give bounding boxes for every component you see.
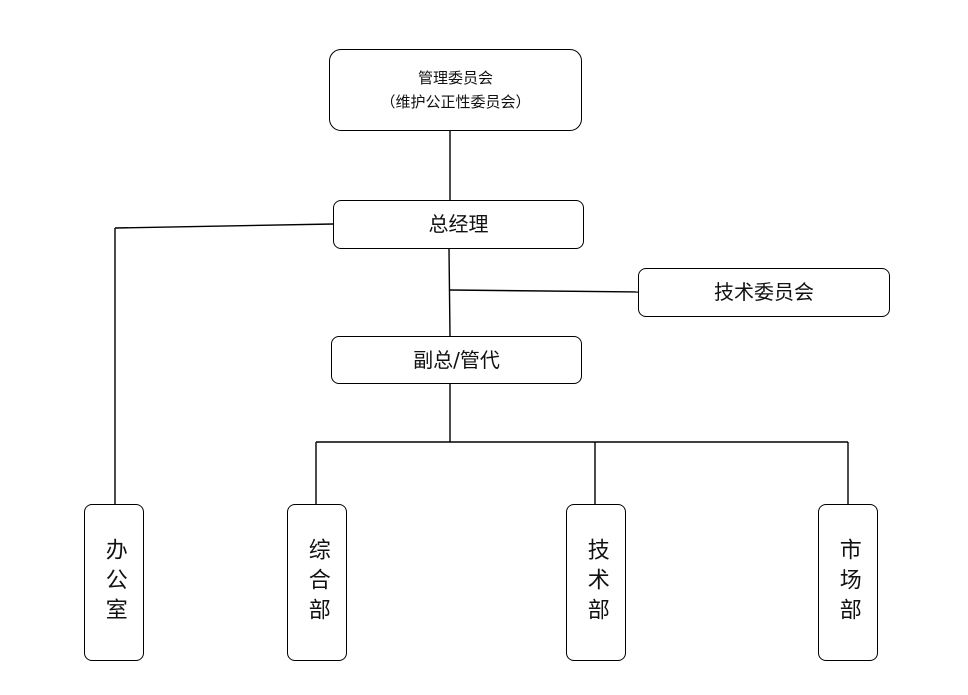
technical-committee-label: 技术委员会 (714, 280, 814, 304)
general-manager-box: 总经理 (333, 200, 584, 249)
general-department-box: 综合部 (287, 504, 347, 661)
deputy-manager-box: 副总/管代 (331, 336, 582, 384)
gm-to-deputy-line (448, 248, 451, 337)
management-committee-subtitle: （维护公正性委员会） (380, 93, 531, 111)
market-department-label: 市场部 (835, 537, 861, 628)
office-department-box: 办公室 (84, 504, 144, 661)
office-department-label: 办公室 (101, 537, 127, 628)
gm-to-office-horizontal-line (114, 223, 334, 229)
management-committee-title: 管理委员会 (417, 69, 493, 87)
technical-committee-box: 技术委员会 (638, 268, 890, 317)
tech-committee-branch-line (449, 289, 639, 293)
general-manager-label: 总经理 (428, 212, 489, 236)
general-department-label: 综合部 (304, 537, 330, 628)
technical-department-label: 技术部 (583, 537, 609, 628)
technical-department-box: 技术部 (566, 504, 626, 661)
deputy-manager-label: 副总/管代 (413, 347, 500, 372)
management-committee-box: 管理委员会 （维护公正性委员会） (329, 49, 582, 131)
market-department-box: 市场部 (818, 504, 878, 661)
